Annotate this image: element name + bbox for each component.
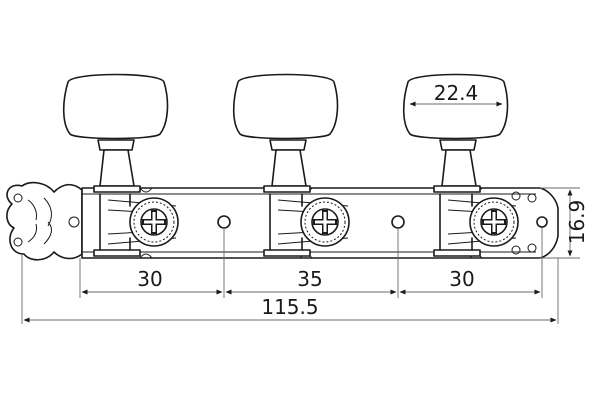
worm-gear-1 [129, 197, 179, 247]
dimension-knob-width: 22.4 [409, 81, 503, 107]
worm-gear-2 [300, 197, 350, 247]
dimension-label-spacing-left: 30 [137, 267, 162, 291]
tuner-3 [402, 73, 519, 257]
worm-gear-3 [469, 197, 519, 247]
tuner-shaft-2 [271, 149, 307, 187]
tuner-knob-2 [232, 73, 339, 140]
mounting-hole-end [536, 216, 548, 228]
dimension-label-knob-width: 22.4 [434, 81, 479, 105]
dimension-label-spacing-right: 30 [449, 267, 474, 291]
tuner-knob-3 [402, 73, 509, 140]
dimension-overall-length: 115.5 [23, 295, 557, 323]
decorative-end-scroll [6, 181, 83, 261]
mounting-hole-right [391, 215, 405, 229]
tuner-shaft-1 [99, 149, 135, 187]
dimension-label-spacing-middle: 35 [297, 267, 322, 291]
dimension-extension-lines [21, 228, 559, 324]
dimension-plate-height: 16.9 [540, 187, 589, 259]
tuner-1 [62, 73, 179, 257]
tuner-knob-1 [62, 73, 169, 140]
dimension-label-plate-height: 16.9 [565, 200, 589, 245]
dimension-spacing-row: 30 35 30 [81, 267, 541, 295]
dimension-label-overall-length: 115.5 [261, 295, 318, 319]
tuner-2 [232, 73, 350, 257]
tuner-shaft-3 [441, 149, 477, 187]
mounting-hole-left [217, 215, 231, 229]
